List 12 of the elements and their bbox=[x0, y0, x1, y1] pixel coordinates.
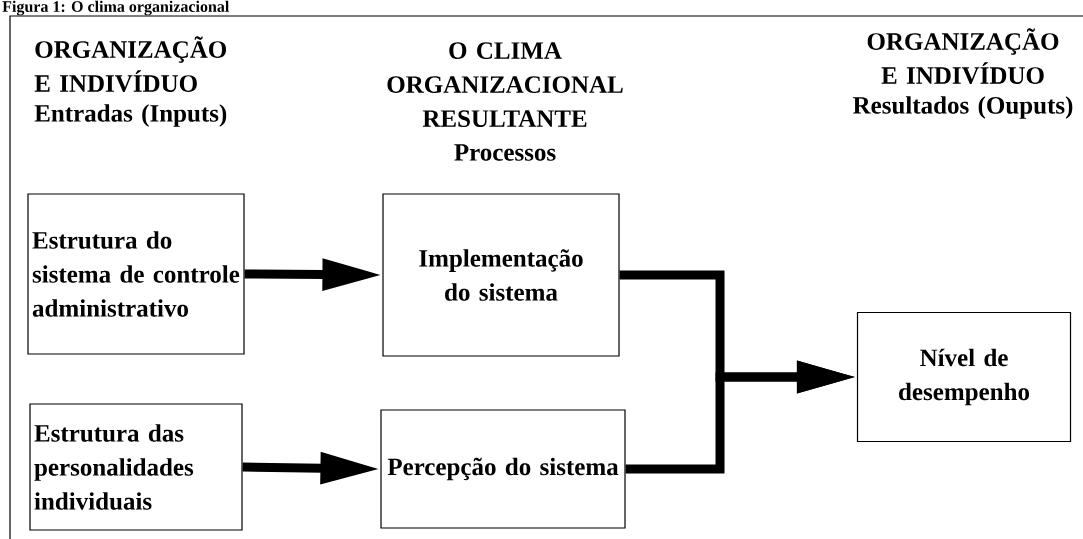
column-heading: Processos bbox=[454, 144, 556, 161]
column-heading: Resultados (Ouputs) bbox=[853, 96, 1073, 119]
column-heading: ORGANIZAÇÃO E INDIVÍDUO bbox=[867, 28, 1059, 85]
process-box: Estrutura do sistema de controle administrativo bbox=[27, 193, 245, 355]
process-box: Implementação do sistema bbox=[382, 193, 620, 357]
process-box: Percepção do sistema bbox=[380, 409, 626, 529]
column-heading: Entradas (Inputs) bbox=[34, 104, 227, 127]
figure-title: Figura 1: O clima organizacional bbox=[2, 0, 230, 16]
process-box: Estrutura das personalidades individuais bbox=[29, 403, 243, 531]
column-heading: ORGANIZAÇÃO E INDIVÍDUO bbox=[34, 36, 227, 93]
column-heading: O CLIMA ORGANIZACIONAL RESULTANTE bbox=[387, 42, 623, 127]
process-box: Nível de desempenho bbox=[856, 311, 1072, 443]
